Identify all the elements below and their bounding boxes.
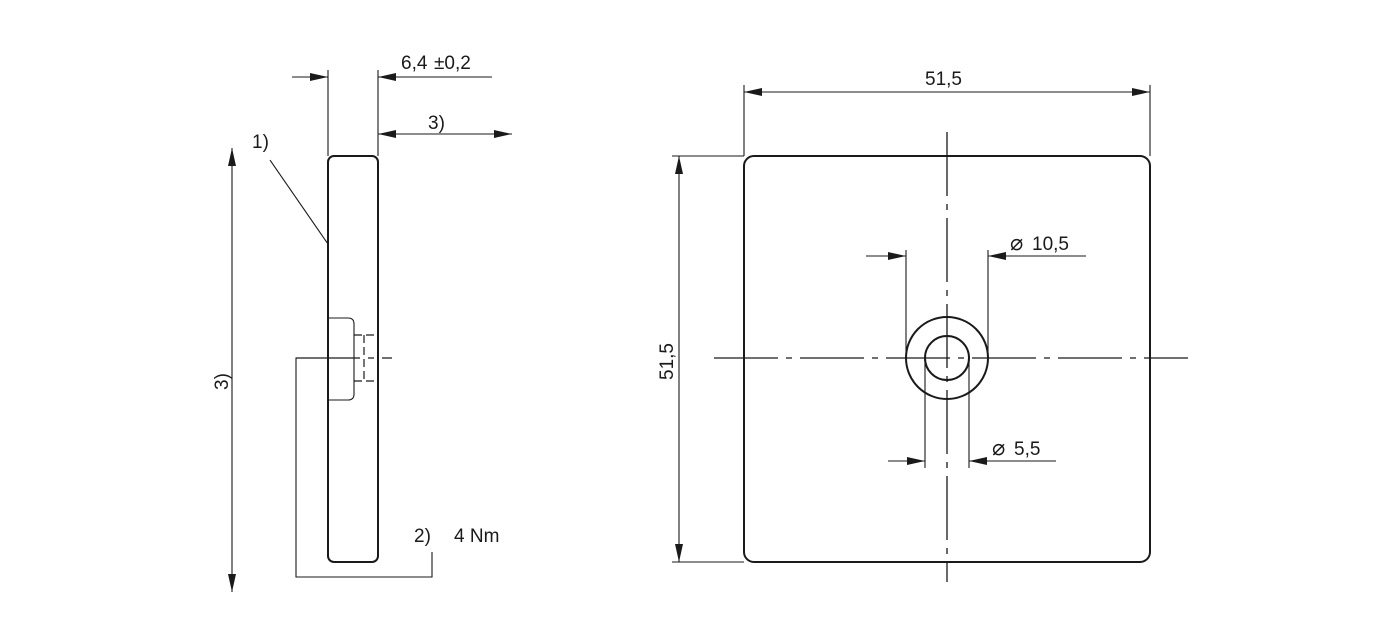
width-label: 51,5 xyxy=(925,69,962,90)
note-1-label: 1) xyxy=(252,132,269,153)
torque-label: 4 Nm xyxy=(454,526,499,547)
note-3-top-label: 3) xyxy=(428,113,445,134)
thickness-dimension xyxy=(292,70,492,156)
height-dimension xyxy=(672,155,744,563)
width-dimension xyxy=(743,85,1151,156)
diameter-symbol-inner: ⌀ xyxy=(992,436,1005,461)
front-view: 51,5 51,5 ⌀ 10,5 xyxy=(657,69,1188,582)
outer-hole-diameter-label: 10,5 xyxy=(1032,234,1069,255)
note-1-leader xyxy=(269,159,329,245)
note-3-left-label: 3) xyxy=(212,373,233,390)
note-2-leader xyxy=(295,357,433,578)
thickness-label: 6,4 xyxy=(401,53,428,74)
note-3-left-arrow xyxy=(228,148,236,592)
side-plate-outline xyxy=(327,155,379,563)
note-2-label: 2) xyxy=(414,526,431,547)
diameter-symbol-outer: ⌀ xyxy=(1010,231,1023,256)
tolerance-label: ±0,2 xyxy=(434,53,471,74)
outer-hole-dimension xyxy=(866,250,1086,358)
height-label: 51,5 xyxy=(657,343,678,380)
note-3-top-arrow xyxy=(378,130,512,138)
side-view: 6,4 ±0,2 3) 1) 3) 2) 4 Nm xyxy=(212,53,512,592)
inner-hole-diameter-label: 5,5 xyxy=(1014,439,1040,460)
inner-hole-dimension xyxy=(888,358,1056,468)
